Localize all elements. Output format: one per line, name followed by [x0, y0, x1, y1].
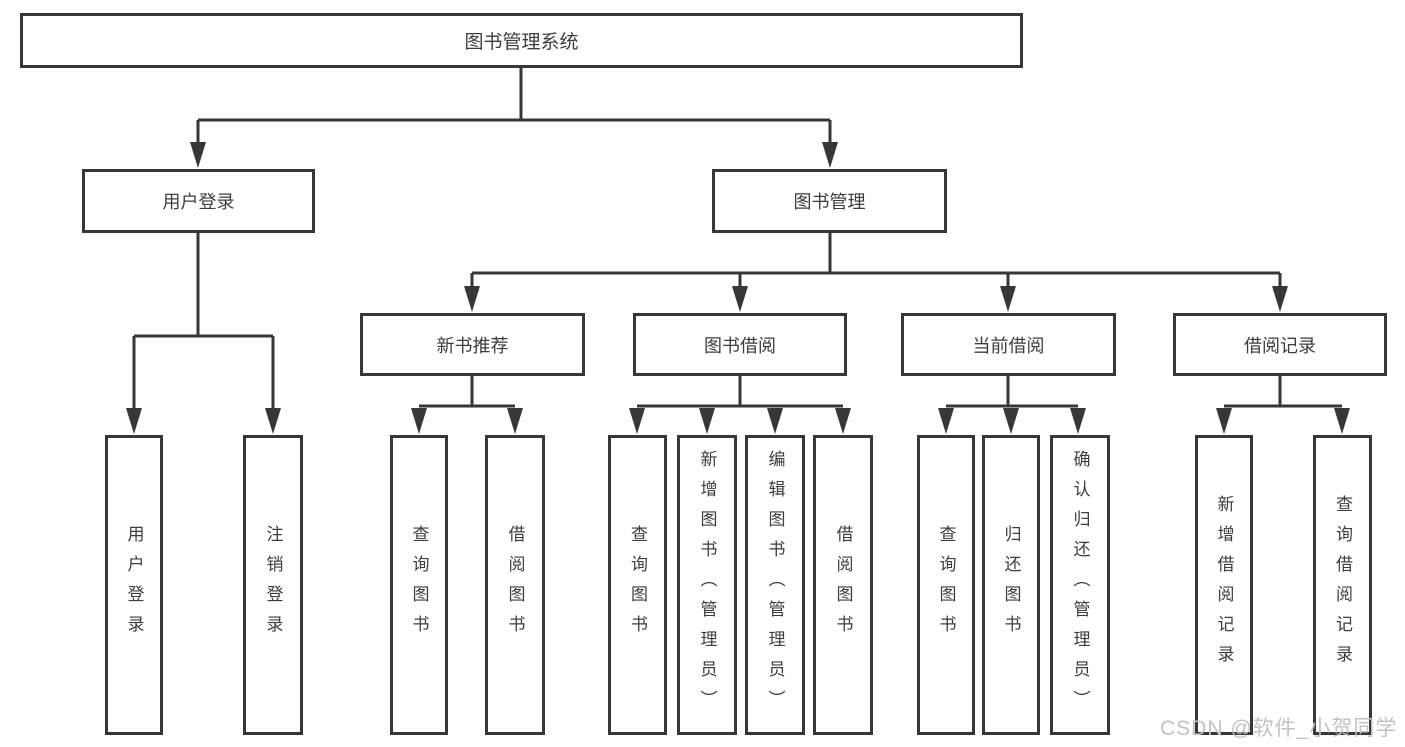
leaf-borrow-books: 借阅图书: [813, 435, 873, 735]
leaf-return-books: 归还图书: [982, 435, 1040, 735]
node-library-system: 图书管理系统: [20, 13, 1023, 68]
node-current-borrowing: 当前借阅: [901, 313, 1116, 376]
node-new-book-recommend: 新书推荐: [360, 313, 585, 376]
leaf-query-books-borrow: 查询图书: [608, 435, 667, 735]
node-book-management: 图书管理: [712, 169, 947, 233]
leaf-confirm-return-admin: 确认归还（管理员）: [1050, 435, 1110, 735]
leaf-query-books-current: 查询图书: [917, 435, 975, 735]
node-user-login: 用户登录: [82, 169, 315, 233]
connector-current-to-leaves: [938, 376, 1086, 434]
node-book-borrowing: 图书借阅: [633, 313, 847, 376]
connector-root-to-level2: [190, 68, 838, 168]
leaf-borrow-books-rec: 借阅图书: [485, 435, 545, 735]
connector-records-to-leaves: [1216, 376, 1350, 434]
leaf-query-borrow-record: 查询借阅记录: [1313, 435, 1372, 735]
leaf-logout: 注销登录: [243, 435, 303, 735]
csdn-watermark: CSDN @软件_小贺同学: [1160, 717, 1398, 740]
leaf-edit-books-admin: 编辑图书（管理员）: [745, 435, 805, 735]
connector-borrow-to-leaves: [629, 376, 851, 434]
node-borrowing-records: 借阅记录: [1173, 313, 1387, 376]
leaf-query-books-rec: 查询图书: [390, 435, 448, 735]
leaf-add-books-admin: 新增图书（管理员）: [677, 435, 737, 735]
connector-mgmt-to-level3: [464, 233, 1288, 312]
connector-newbook-to-leaves: [411, 376, 523, 434]
connector-login-to-leaves: [126, 233, 281, 434]
leaf-add-borrow-record: 新增借阅记录: [1195, 435, 1253, 735]
leaf-user-login: 用户登录: [105, 435, 163, 735]
